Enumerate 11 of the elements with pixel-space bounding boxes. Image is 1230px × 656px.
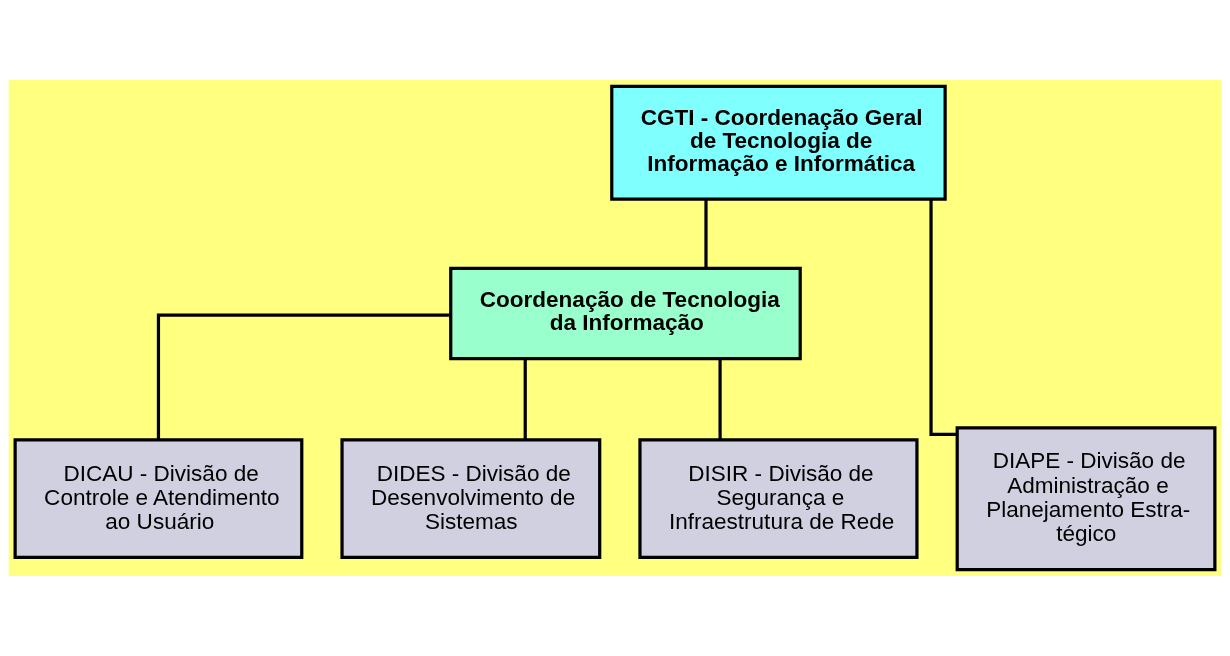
node-box: DIAPE - Divisão de Administração e Planejamento Estra- tégico xyxy=(955,426,1217,572)
node-box: DIDES - Divisão de Desenvolvimento de Sistemas xyxy=(340,438,602,560)
node-box: DICAU - Divisão de Controle e Atendimento ao Usuário xyxy=(13,438,304,560)
node-box: DISIR - Divisão de Segurança e Infraestrutura de Rede xyxy=(638,438,919,560)
node-box: Coordenação de Tecnologia da Informação xyxy=(449,266,802,361)
connector xyxy=(156,313,451,440)
connector xyxy=(929,199,957,436)
node-box: CGTI - Coordenação Geral de Tecnologia de Informação e Informática xyxy=(610,84,947,201)
connector xyxy=(523,358,527,440)
connector xyxy=(704,199,708,268)
connector xyxy=(718,358,722,440)
